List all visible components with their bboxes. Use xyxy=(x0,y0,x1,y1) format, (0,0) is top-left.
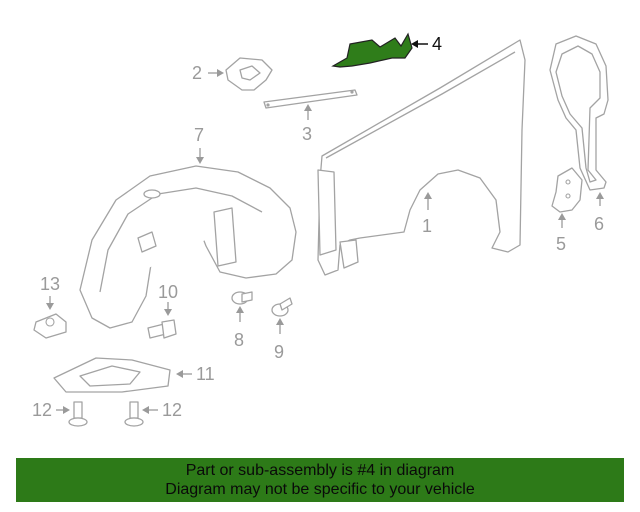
arrow-11 xyxy=(176,370,183,378)
callout-13: 13 xyxy=(40,274,60,294)
callout-7: 7 xyxy=(194,125,204,145)
arrow-5 xyxy=(558,213,566,220)
part-6-seal xyxy=(549,35,609,191)
part-7-liner xyxy=(79,165,297,329)
part-3-strip xyxy=(263,89,358,109)
arrow-1 xyxy=(424,192,432,199)
arrow-13 xyxy=(46,303,54,310)
arrow-6 xyxy=(596,192,604,199)
banner-line-2: Diagram may not be specific to your vehi… xyxy=(165,481,475,498)
part-11-shield xyxy=(53,357,171,393)
part-5-bracket xyxy=(551,167,583,213)
arrow-12a xyxy=(63,406,70,414)
part-4-bracket[interactable] xyxy=(331,32,413,68)
arrow-9 xyxy=(276,318,284,325)
callout-9: 9 xyxy=(274,342,284,362)
callout-1: 1 xyxy=(422,216,432,236)
callout-12a: 12 xyxy=(32,400,52,420)
part-12-screw-right xyxy=(124,401,144,427)
arrow-8 xyxy=(236,306,244,313)
callout-5: 5 xyxy=(556,234,566,254)
callout-8: 8 xyxy=(234,330,244,350)
part-12-screw-left xyxy=(68,401,88,427)
callout-10: 10 xyxy=(158,282,178,302)
part-13-nut xyxy=(33,313,67,339)
arrow-4 xyxy=(411,40,418,48)
part-10-bolt xyxy=(147,319,177,339)
arrow-10 xyxy=(164,309,172,316)
part-2-clip xyxy=(225,57,273,91)
arrow-12b xyxy=(142,406,149,414)
arrow-7 xyxy=(196,157,204,164)
callout-6: 6 xyxy=(594,214,604,234)
arrow-3 xyxy=(304,104,312,111)
banner-line-1: Part or sub-assembly is #4 in diagram xyxy=(185,462,455,479)
callout-4: 4 xyxy=(432,34,442,54)
info-banner: Part or sub-assembly is #4 in diagram Di… xyxy=(16,458,624,502)
callout-11: 11 xyxy=(196,364,215,384)
arrow-2 xyxy=(217,69,224,77)
callout-2: 2 xyxy=(192,63,202,83)
part-9-pin xyxy=(271,297,293,317)
callout-12b: 12 xyxy=(162,400,182,420)
callout-3: 3 xyxy=(302,124,312,144)
part-1-fender xyxy=(317,39,526,276)
part-8-pin xyxy=(231,291,253,305)
